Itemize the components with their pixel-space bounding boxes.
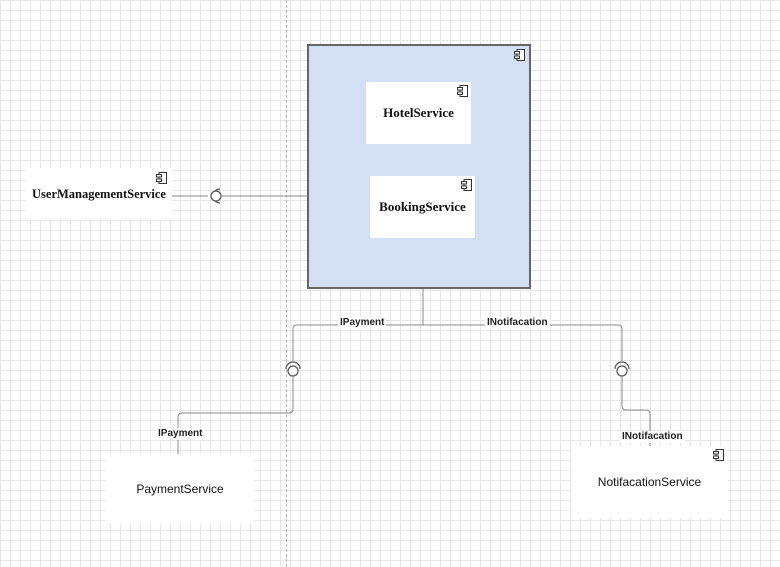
notification-service-label: NotifacationService [597,475,702,489]
booking-service-label: BookingService [379,199,466,214]
payment-service-connector[interactable] [177,376,294,454]
component-icon [514,49,525,61]
ipayment-bus-label: IPayment [338,317,387,329]
notification-ball [616,365,628,377]
notification-bus-connector[interactable] [423,324,623,361]
hotel-booking-container[interactable] [307,44,531,289]
user-management-ball [210,190,222,202]
hotel-service-component[interactable]: HotelService [366,82,471,144]
notification-service-connector[interactable] [621,376,651,446]
page-break-line [286,0,287,567]
component-icon [713,449,724,461]
component-icon [457,85,468,97]
inotification-service-label: INotifacation [620,431,685,443]
payment-service-label: PaymentService [136,482,224,496]
component-icon [461,179,472,191]
inotification-bus-label: INotifacation [485,317,550,329]
component-icon [156,172,167,184]
booking-service-component[interactable]: BookingService [370,176,475,238]
notification-socket [614,361,630,370]
payment-service-component[interactable]: PaymentService [106,454,254,524]
payment-ball [287,365,299,377]
user-management-service-component[interactable]: UserManagementService [26,168,172,220]
hotel-service-label: HotelService [383,105,454,120]
ipayment-service-label: IPayment [156,428,205,440]
payment-bus-connector[interactable] [292,324,423,361]
payment-socket [285,361,301,370]
notification-service-component[interactable]: NotifacationService [571,446,728,518]
user-management-service-label: UserManagementService [32,186,166,201]
